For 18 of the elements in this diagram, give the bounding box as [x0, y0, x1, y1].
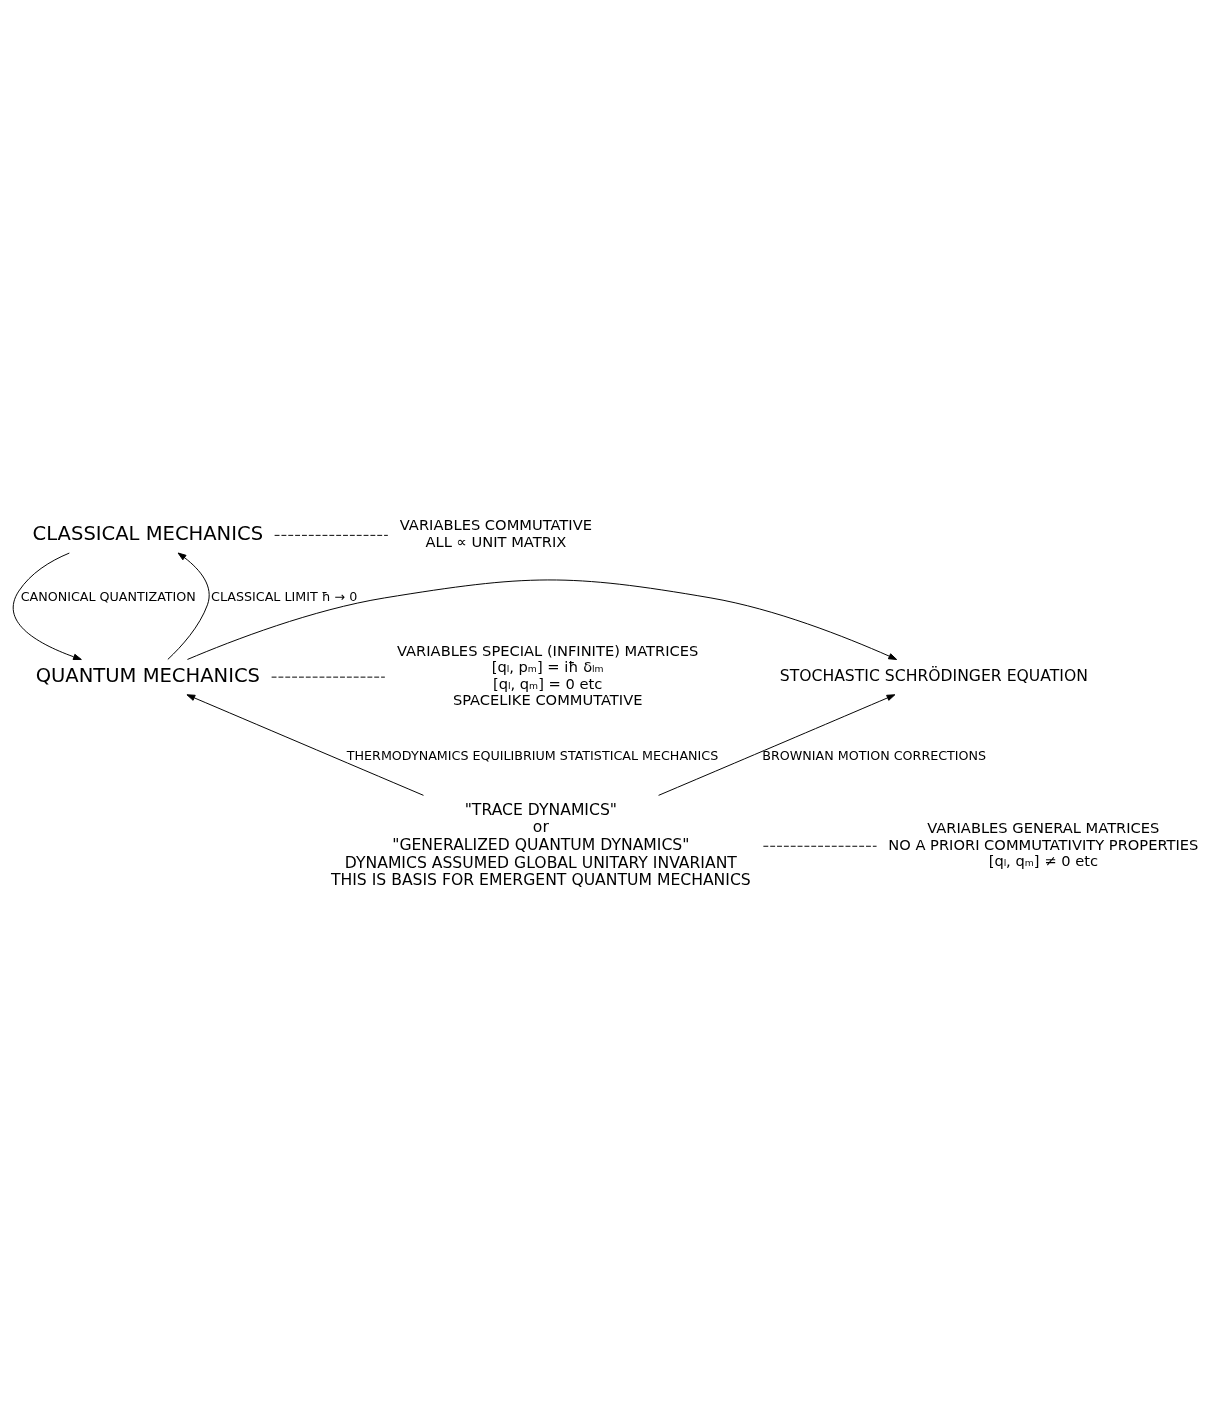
node-text: CLASSICAL MECHANICS	[32, 521, 264, 545]
node-text: VARIABLES COMMUTATIVE ALL ∝ UNIT MATRIX	[399, 515, 592, 550]
arrow	[658, 693, 896, 796]
edge-label: BROWNIAN MOTION CORRECTIONS	[762, 747, 987, 763]
node-text: VARIABLES SPECIAL (INFINITE) MATRICES [qₗ, pₘ] = iħ δₗₘ [qₗ, qₘ] = 0 etc SPACELIKE COMMUTATIVE	[397, 641, 699, 708]
node-text: VARIABLES GENERAL MATRICES NO A PRIORI COMMUTATIVITY PROPERTIES [qₗ, qₘ] ≠ 0 etc	[888, 818, 1199, 869]
node-text: QUANTUM MECHANICS	[35, 663, 261, 687]
edge-label: CANONICAL QUANTIZATION	[20, 588, 196, 604]
edge-label: CLASSICAL LIMIT ħ → 0	[211, 588, 358, 604]
arrow	[186, 578, 898, 660]
arrow	[12, 552, 82, 660]
node-text: STOCHASTIC SCHRÖDINGER EQUATION	[779, 665, 1088, 685]
connector	[274, 534, 389, 536]
arrow	[186, 693, 424, 796]
arrow	[167, 552, 210, 660]
connector	[762, 845, 878, 847]
edge-label: THERMODYNAMICS EQUILIBRIUM STATISTICAL MECHANICS	[346, 747, 719, 763]
node-text: "TRACE DYNAMICS" or "GENERALIZED QUANTUM DYNAMICS" DYNAMICS ASSUMED GLOBAL UNITARY INVARIANT THIS IS BASIS FOR EMERGENT QUANTUM MECHANICS	[330, 799, 751, 889]
